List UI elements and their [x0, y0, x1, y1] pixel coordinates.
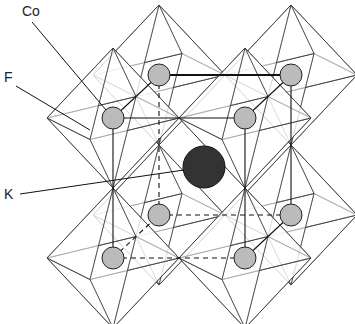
octahedron-face: [47, 48, 113, 140]
k-atom: [183, 146, 225, 188]
co-atom: [280, 204, 302, 226]
atom-label: K: [4, 187, 13, 201]
cell-edge: [159, 74, 291, 76]
cell-edge: [159, 214, 291, 215]
cell-edge: [158, 75, 159, 215]
atom-label: Co: [22, 4, 40, 18]
cell-edge: [244, 118, 245, 258]
co-atom: [234, 247, 256, 269]
unit-cell: [113, 75, 291, 258]
atom-label: F: [4, 70, 13, 84]
leader-line: [16, 86, 90, 130]
co-atom: [148, 64, 170, 86]
octahedron-face: [179, 48, 245, 140]
octahedron-face: [179, 188, 245, 280]
cell-edge: [113, 257, 245, 258]
cell-edge: [290, 75, 291, 215]
leader-line: [32, 22, 106, 110]
leader-lines: [16, 22, 184, 194]
co-atom: [280, 64, 302, 86]
octahedra: [47, 5, 355, 324]
cell-edge: [113, 117, 245, 118]
co-atom: [148, 204, 170, 226]
cell-edge: [112, 118, 113, 258]
octahedron-face: [47, 188, 113, 280]
leader-line: [20, 170, 184, 194]
co-atom: [234, 107, 256, 129]
co-atom: [102, 247, 124, 269]
co-atom: [102, 107, 124, 129]
co-atoms: [102, 64, 302, 269]
